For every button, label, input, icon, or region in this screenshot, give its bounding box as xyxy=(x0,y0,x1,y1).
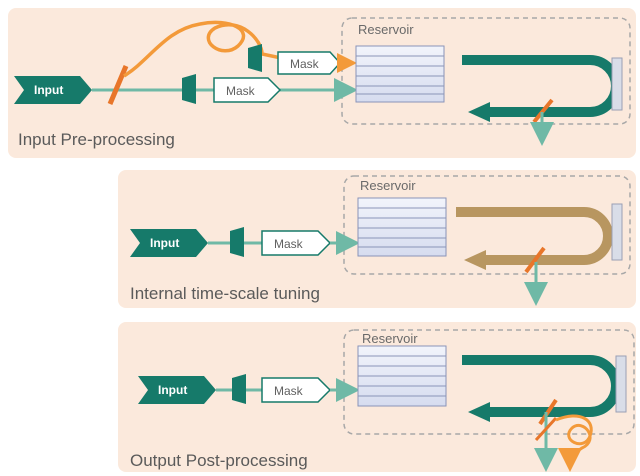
modulator-icon xyxy=(248,44,262,72)
reservoir-stack xyxy=(357,197,447,257)
fiber-coil xyxy=(555,414,593,472)
mask-box xyxy=(261,377,332,403)
reservoir-stack xyxy=(355,45,445,103)
feedback-loop xyxy=(462,355,621,417)
fiber-splitter xyxy=(534,416,558,442)
mask-label: Mask xyxy=(274,384,304,398)
mask-box xyxy=(261,230,332,256)
output-splitter xyxy=(524,246,546,274)
mask-label: Mask xyxy=(274,237,304,251)
loop-arrowhead xyxy=(464,250,486,270)
input-label: Input xyxy=(34,83,63,97)
input-arrow: Input xyxy=(14,76,92,104)
output-splitter xyxy=(532,98,554,124)
input-arrow: Input xyxy=(130,229,208,257)
reservoir-label: Reservoir xyxy=(358,22,414,37)
modulator-icon xyxy=(230,227,244,257)
reservoir-label: Reservoir xyxy=(362,331,418,346)
reservoir-dashed-box xyxy=(343,175,631,275)
mirror xyxy=(615,355,627,413)
mirror xyxy=(611,57,623,111)
reservoir-stack xyxy=(357,345,447,407)
reservoir-label: Reservoir xyxy=(360,178,416,193)
input-label: Input xyxy=(158,383,187,397)
mask-box xyxy=(277,51,342,75)
input-label: Input xyxy=(150,236,179,250)
input-arrow: Input xyxy=(138,376,216,404)
feedback-loop xyxy=(456,207,613,265)
mask-label: Mask xyxy=(290,57,320,71)
modulator-icon xyxy=(232,374,246,404)
panel-3-diagram: Input Mask xyxy=(138,329,635,472)
modulator-icon xyxy=(182,74,196,104)
section-label-internal-time-scale-tuning: Internal time-scale tuning xyxy=(130,284,320,303)
output-splitter xyxy=(538,398,558,426)
panel-1-diagram: Input Mask Mask xyxy=(14,17,631,146)
fiber-coil xyxy=(123,20,345,78)
mask-label: Mask xyxy=(226,84,256,98)
feedback-loop xyxy=(462,55,621,117)
section-label-input-preprocessing: Input Pre-processing xyxy=(18,130,175,149)
panel-2-diagram: Input Mask xyxy=(130,175,631,306)
loop-arrowhead xyxy=(468,402,490,422)
beam-splitter xyxy=(107,65,129,105)
mask-box xyxy=(213,77,282,103)
section-label-output-post-processing: Output Post-processing xyxy=(130,451,308,470)
loop-arrowhead xyxy=(468,102,490,122)
mirror xyxy=(611,203,623,261)
